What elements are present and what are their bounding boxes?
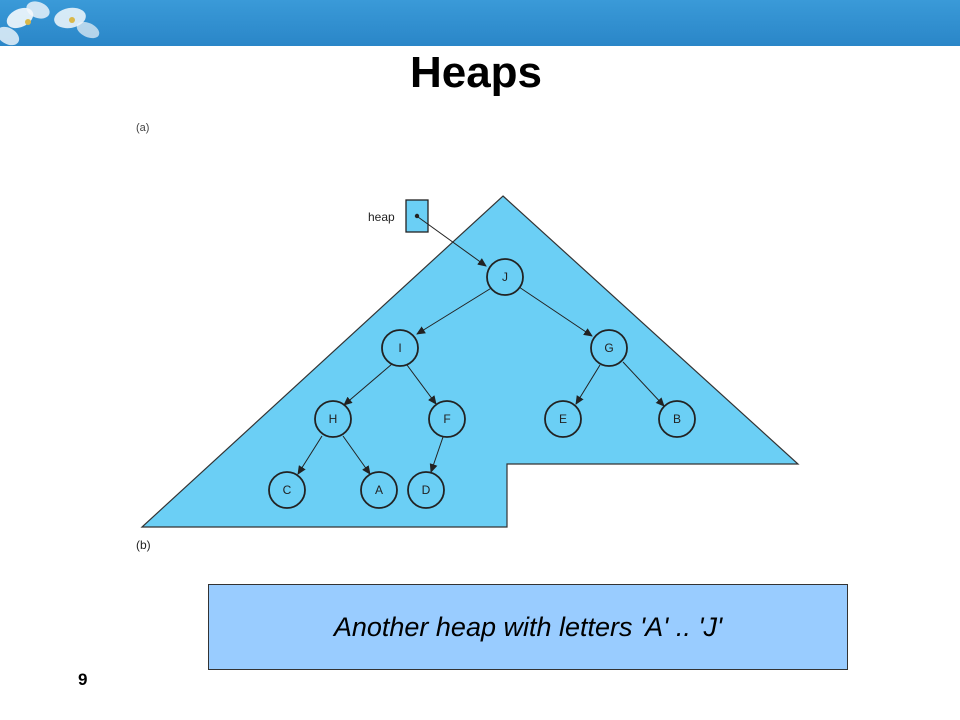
heap-node-A xyxy=(360,471,398,509)
heap-node-J xyxy=(486,258,524,296)
heap-node-label: H xyxy=(329,412,338,426)
heap-node-E xyxy=(544,400,582,438)
heap-shape-region xyxy=(140,195,800,528)
slide-number: 9 xyxy=(78,670,88,689)
edge-I-H xyxy=(343,363,393,406)
heap-node-label: I xyxy=(398,341,401,355)
heap-node-D xyxy=(407,471,445,509)
edge-J-G xyxy=(518,286,593,337)
heap-node-label: C xyxy=(283,483,292,497)
caption-box: Another heap with letters 'A' .. 'J' xyxy=(208,584,848,670)
heap-node-label: D xyxy=(422,483,431,497)
heap-pointer-label: heap xyxy=(368,210,395,224)
edge-J-I xyxy=(416,286,494,335)
heap-node-B xyxy=(658,400,696,438)
heap-node-F xyxy=(428,400,466,438)
figure-label-b: (b) xyxy=(136,538,151,552)
edge-G-B xyxy=(622,361,665,407)
heap-node-label: B xyxy=(673,412,681,426)
edge-heap-J xyxy=(417,216,487,267)
edge-G-E xyxy=(575,364,601,405)
flower-decoration-icon xyxy=(0,1,100,46)
heap-node-C xyxy=(268,471,306,509)
heap-node-G xyxy=(590,329,628,367)
heap-node-H xyxy=(314,400,352,438)
heap-node-label: J xyxy=(502,270,508,284)
edge-H-A xyxy=(342,435,371,475)
heap-node-label: F xyxy=(443,412,450,426)
heap-node-label: E xyxy=(559,412,567,426)
edge-I-F xyxy=(406,364,437,405)
figure-label-a: (a) xyxy=(136,122,149,134)
heap-node-label: A xyxy=(375,483,383,497)
edge-H-C xyxy=(297,435,323,475)
edge-F-D xyxy=(429,436,444,473)
heap-node-label: G xyxy=(604,341,613,355)
slide-title: Heaps xyxy=(409,48,543,97)
heap-node-I xyxy=(381,329,419,367)
header-bar xyxy=(0,0,960,46)
caption-text: Another heap with letters 'A' .. 'J' xyxy=(333,611,723,642)
